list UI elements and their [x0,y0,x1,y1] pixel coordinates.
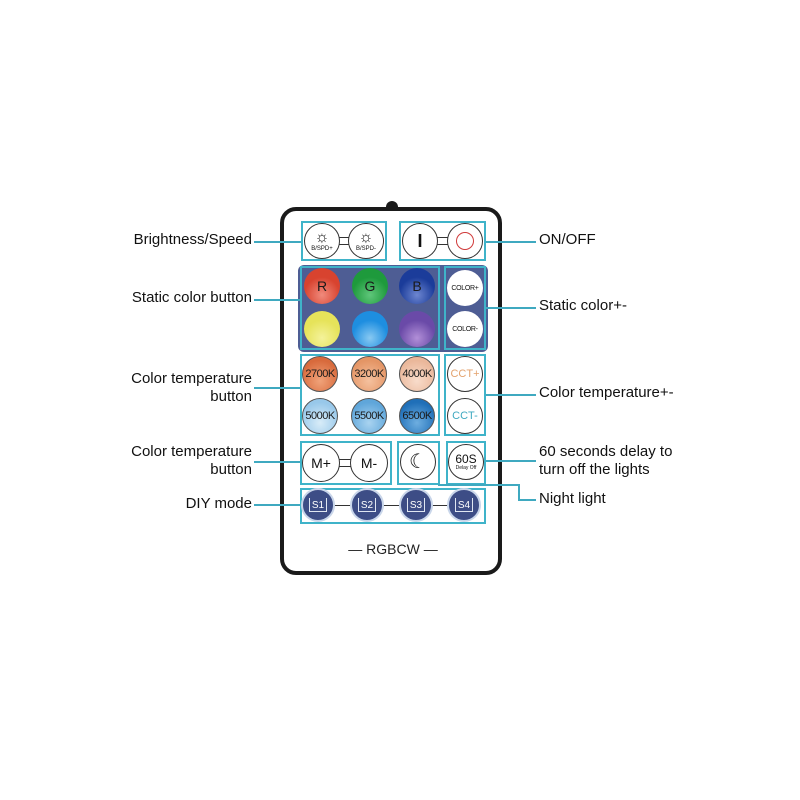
callout-line [518,484,520,501]
callout-line [486,241,536,243]
temp-5000k-button[interactable]: 5000K [302,398,338,434]
color-blue-button[interactable]: B [399,268,435,304]
temp-5500k-button[interactable]: 5500K [351,398,387,434]
static-color-outline [300,266,440,350]
cct-outline [444,354,486,436]
power-on-icon: I [417,230,423,251]
diy-s1-button[interactable]: S1 [301,488,335,522]
callout-line [254,504,300,506]
moon-icon: ☾ [409,451,427,473]
callout-line [254,241,301,243]
callout-line [486,307,536,309]
temp-4000k-button[interactable]: 4000K [399,356,435,392]
callout-night-light: Night light [539,490,606,507]
callout-delay-off: 60 seconds delay to turn off the lights [539,443,673,478]
callout-color-temp-button-2: Color temperature button [131,443,252,478]
sun-icon: ☼ [314,228,330,246]
brightness-down-button[interactable]: ☼ B/SPD- [348,223,384,259]
brightness-group-outline [301,221,387,261]
brightness-up-button[interactable]: ☼ B/SPD+ [304,223,340,259]
night-light-button[interactable]: ☾ [400,444,436,480]
temperature-outline [300,354,440,436]
callout-line [486,394,536,396]
power-group-outline [399,221,486,261]
callout-color-temp-plusminus: Color temperature+- [539,384,674,401]
mode-minus-button[interactable]: M- [350,444,388,482]
temp-3200k-button[interactable]: 3200K [351,356,387,392]
color-cyan-button[interactable] [352,311,388,347]
callout-on-off: ON/OFF [539,231,596,248]
callout-diy-mode: DIY mode [185,495,252,512]
mode-outline [300,441,392,485]
callout-line [254,299,300,301]
callout-static-color-plusminus: Static color+- [539,297,627,314]
delay-off-button[interactable]: 60S Delay Off [448,444,484,480]
diy-s2-button[interactable]: S2 [350,488,384,522]
house-icon: S2 [357,498,377,512]
night-light-outline [397,441,440,485]
cct-plus-button[interactable]: CCT+ [447,356,483,392]
brightness-down-label: B/SPD- [355,245,376,252]
power-on-button[interactable]: I [402,223,438,259]
house-icon: S1 [308,498,328,512]
house-icon: S4 [454,498,474,512]
temp-6500k-button[interactable]: 6500K [399,398,435,434]
callout-line [518,499,536,501]
power-off-icon [456,232,474,250]
diy-connector [320,505,470,506]
color-yellow-button[interactable] [304,311,340,347]
mode-connector [335,459,355,467]
house-icon: S3 [406,498,426,512]
power-connector [432,237,452,245]
power-off-button[interactable] [447,223,483,259]
brightness-connector [336,237,352,245]
callout-line [254,387,300,389]
temp-2700k-button[interactable]: 2700K [302,356,338,392]
color-minus-button[interactable]: COLOR- [447,311,483,347]
color-green-button[interactable]: G [352,268,388,304]
brightness-up-label: B/SPD+ [311,245,333,252]
callout-line [254,461,300,463]
callout-line [486,460,536,462]
diy-s3-button[interactable]: S3 [399,488,433,522]
color-red-button[interactable]: R [304,268,340,304]
sun-icon: ☼ [358,228,374,246]
remote-top-notch [386,201,398,209]
callout-color-temp-button: Color temperature button [131,370,252,405]
color-plusminus-outline [444,266,486,350]
callout-brightness-speed: Brightness/Speed [133,231,252,248]
callout-static-color-button: Static color button [131,289,252,306]
callout-line [438,484,520,486]
mode-plus-button[interactable]: M+ [302,444,340,482]
model-label: — RGBCW — [348,541,438,557]
color-plus-button[interactable]: COLOR+ [447,270,483,306]
diy-s4-button[interactable]: S4 [447,488,481,522]
cct-minus-button[interactable]: CCT- [447,398,483,434]
color-purple-button[interactable] [399,311,435,347]
